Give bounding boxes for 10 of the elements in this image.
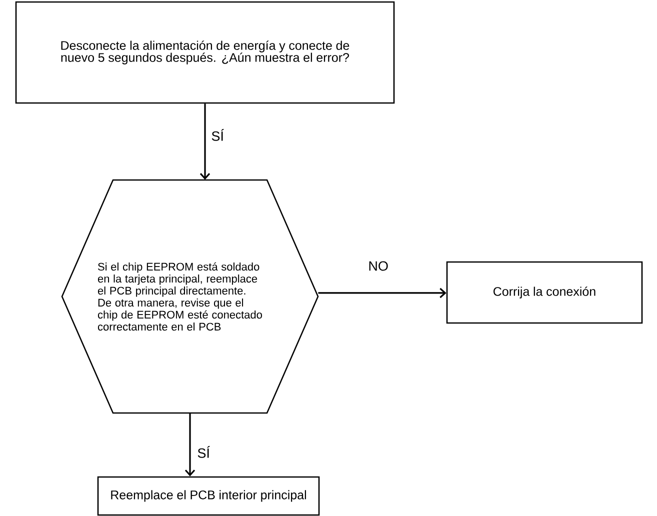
arrow — [184, 413, 196, 476]
edge-label: SÍ — [196, 445, 211, 459]
process-box: Corrija la conexión — [446, 261, 643, 324]
edge-label: NO — [367, 260, 390, 272]
decision-hexagon: Si el chip EEPROM está soldado en la tarjeta principal, reemplace el PCB principal directamente. De otra manera, revise que el chip de EEPROM esté conectado correctamente en el PCB — [61, 179, 319, 414]
process-box: Reemplace el PCB interior principal — [97, 476, 320, 516]
arrow — [200, 104, 210, 180]
arrow — [318, 288, 446, 298]
process-box: Desconecte la alimentación de energía y conecte de nuevo 5 segundos después. ¿Aún muestra el error? — [15, 1, 395, 104]
edge-label: SÍ — [210, 128, 225, 142]
